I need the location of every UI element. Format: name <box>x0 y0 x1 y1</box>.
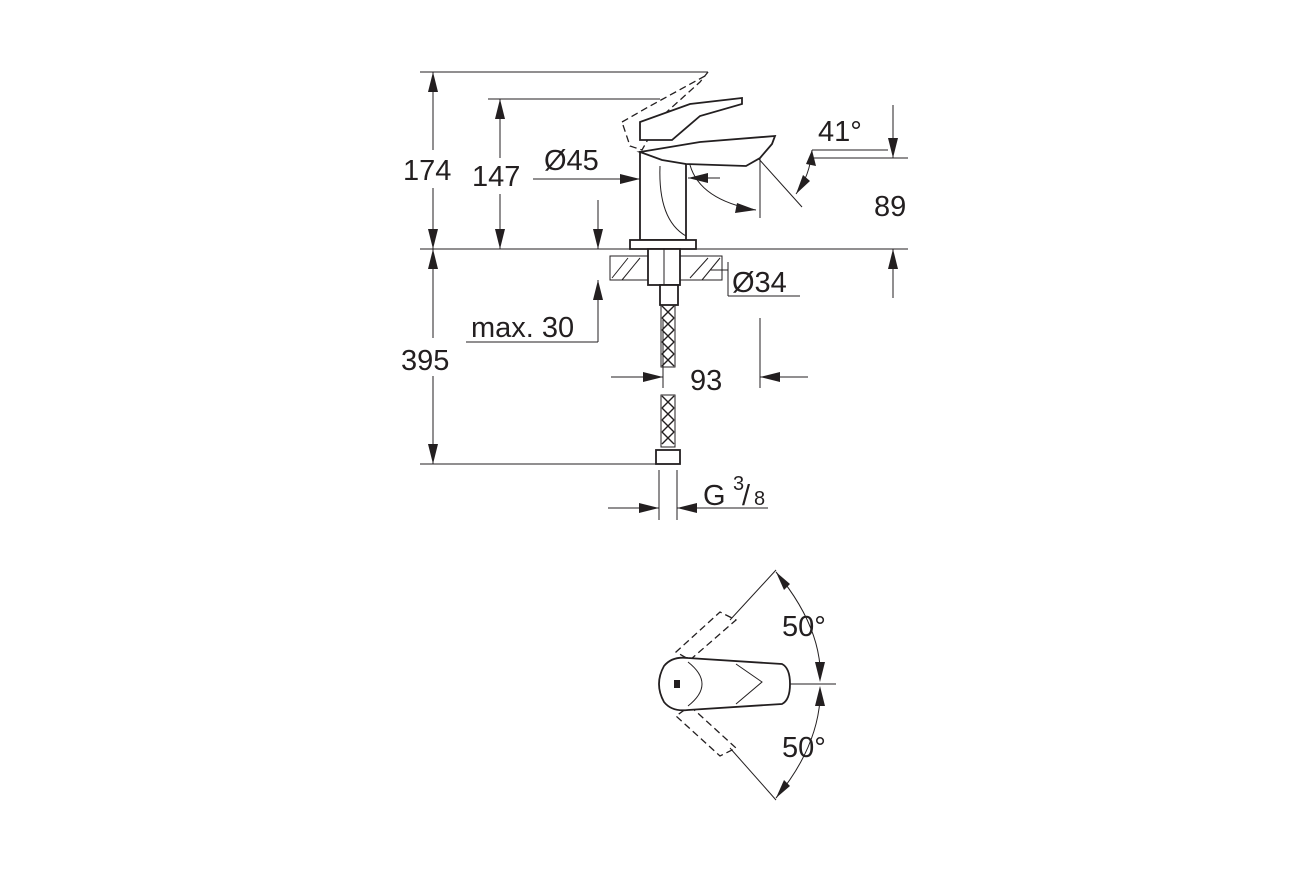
dim-395-label: 395 <box>401 345 449 377</box>
dim-93-label: 93 <box>690 365 722 397</box>
dim-thread-denominator: 8 <box>754 488 765 510</box>
dim-thread-numerator: 3 <box>733 473 744 495</box>
dim-thread-slash: / <box>742 480 751 512</box>
dim-147-label: 147 <box>472 161 520 193</box>
dim-thread-g-label: G <box>703 480 726 512</box>
dimension-labels: 174 147 Ø45 41° 89 Ø34 max. 30 395 93 G … <box>401 116 906 764</box>
faucet-top-view <box>658 569 836 801</box>
dim-diameter-45-label: Ø45 <box>544 145 599 177</box>
dim-89-label: 89 <box>874 191 906 223</box>
dim-174-label: 174 <box>403 155 451 187</box>
dimension-lines <box>420 71 908 520</box>
faucet-side-view <box>609 71 777 465</box>
dim-max-30-label: max. 30 <box>471 312 574 344</box>
dim-rotation-lower-label: 50° <box>782 732 826 764</box>
dim-diameter-34-label: Ø34 <box>732 267 787 299</box>
dim-angle-41-label: 41° <box>818 116 862 148</box>
dim-rotation-upper-label: 50° <box>782 611 826 643</box>
